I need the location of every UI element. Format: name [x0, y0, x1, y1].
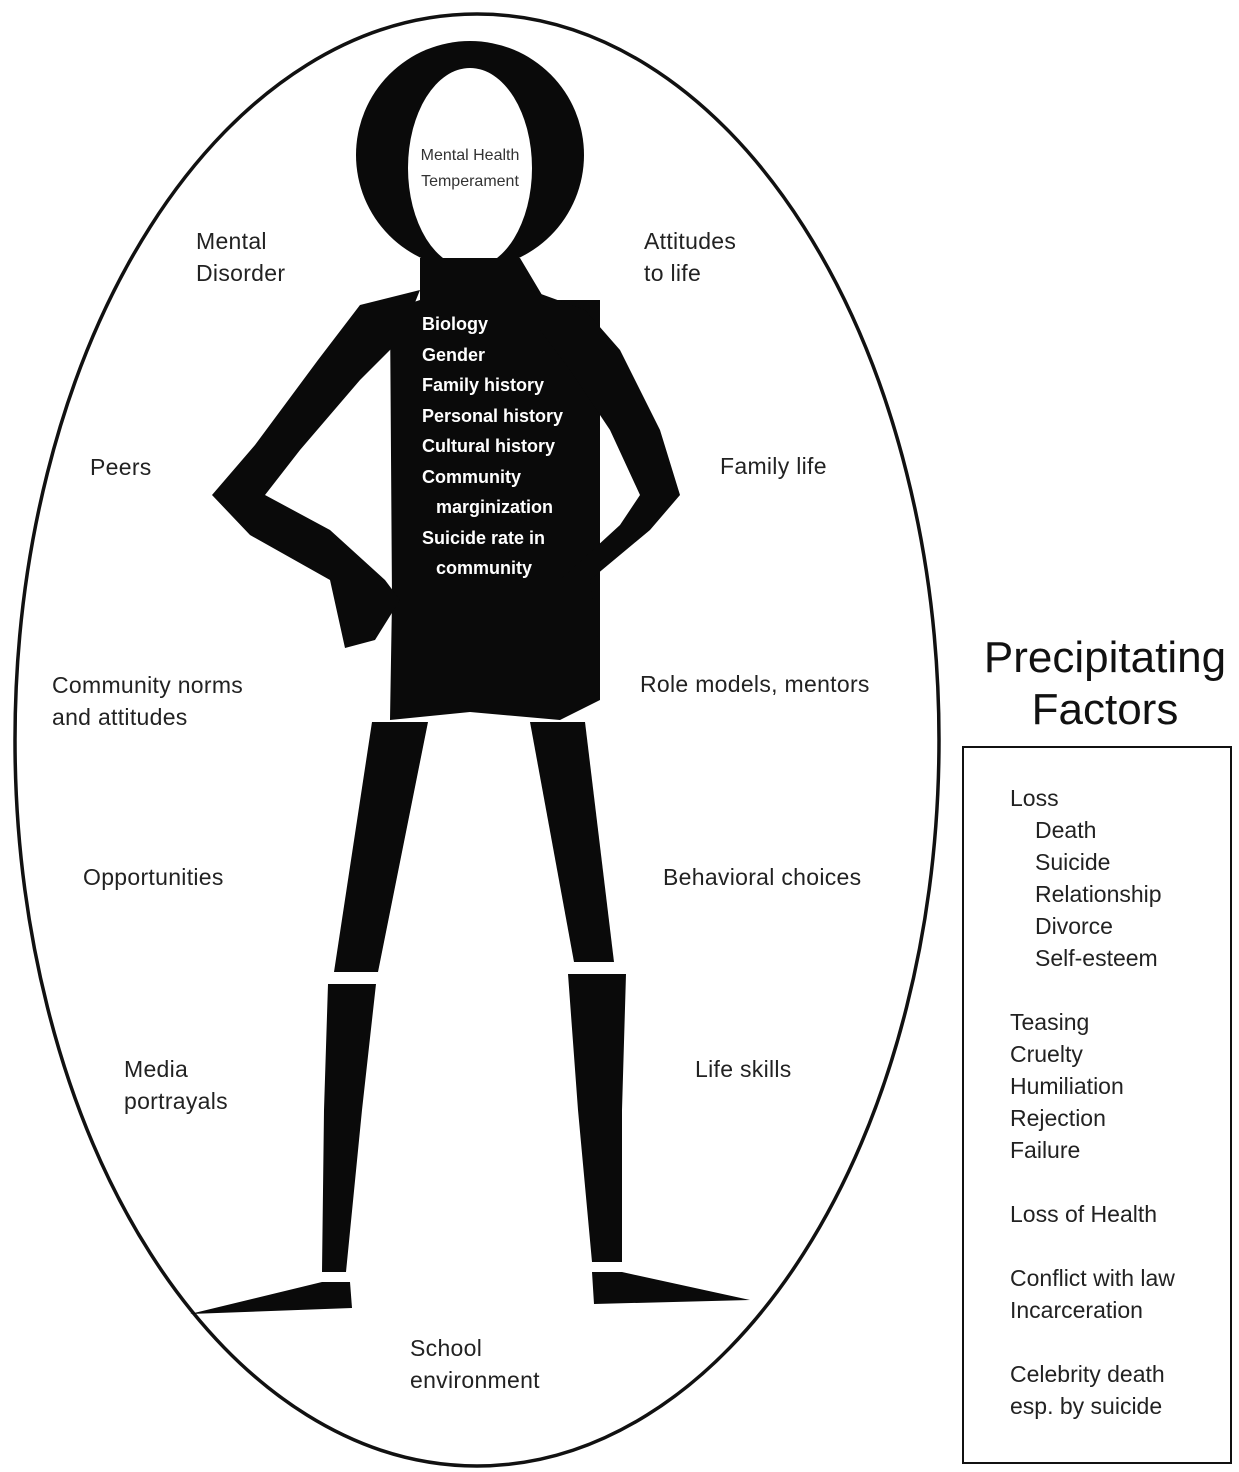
label-line: Behavioral choices: [663, 864, 862, 890]
left-shin: [322, 984, 376, 1272]
label-opportunities: Opportunities: [83, 861, 224, 893]
label-line: Community norms: [52, 672, 244, 698]
label-line: and attitudes: [52, 704, 188, 730]
right-shin: [568, 974, 626, 1262]
label-line: Media: [124, 1056, 189, 1082]
label-line: Role models, mentors: [640, 671, 870, 697]
label-behavioral-choices: Behavioral choices: [663, 861, 861, 893]
title-line: Factors: [1031, 685, 1179, 734]
factor-item: Conflict with law: [1010, 1265, 1175, 1291]
factor-group-law: Conflict with law Incarceration: [1010, 1262, 1175, 1326]
body-line: Family history: [422, 375, 545, 395]
label-line: Mental: [196, 228, 267, 254]
factor-item: Cruelty: [1010, 1041, 1083, 1067]
body-line: Cultural history: [422, 436, 556, 456]
factor-item: Humiliation: [1010, 1073, 1124, 1099]
label-community-norms: Community norms and attitudes: [52, 669, 243, 733]
body-line: Community: [422, 466, 521, 487]
label-line: portrayals: [124, 1088, 228, 1114]
left-thigh: [334, 722, 428, 972]
label-peers: Peers: [90, 451, 152, 483]
factor-item: Relationship: [1035, 881, 1162, 907]
label-line: environment: [410, 1367, 540, 1393]
left-foot: [190, 1282, 352, 1314]
right-arm: [530, 290, 680, 655]
torso: [390, 258, 600, 720]
factor-item: Incarceration: [1010, 1297, 1143, 1323]
label-family-life: Family life: [720, 450, 827, 482]
label-line: Peers: [90, 454, 152, 480]
factor-item: Death: [1035, 817, 1097, 843]
factor-group-celebrity: Celebrity death esp. by suicide: [1010, 1358, 1175, 1422]
body-line: Personal history: [422, 405, 564, 426]
label-attitudes: Attitudes to life: [644, 225, 736, 289]
right-foot: [592, 1272, 750, 1304]
body-line: Gender: [422, 344, 486, 365]
label-line: to life: [644, 260, 702, 286]
label-line: Family life: [720, 453, 827, 479]
head-face: [408, 68, 532, 268]
precipitating-list: Loss Death Suicide Relationship Divorce …: [1010, 782, 1175, 1454]
head-line: Temperament: [421, 173, 519, 190]
label-line: School: [410, 1335, 483, 1361]
body-line: Biology: [422, 314, 488, 334]
title-line: Precipitating: [983, 633, 1227, 682]
factor-item: Rejection: [1010, 1105, 1106, 1131]
factor-item: Divorce: [1035, 913, 1113, 939]
body-line: community: [436, 558, 533, 578]
label-mental-disorder: Mental Disorder: [196, 225, 285, 289]
label-line: Opportunities: [83, 864, 224, 890]
environment-ellipse: [13, 12, 941, 1468]
factor-group-health: Loss of Health: [1010, 1198, 1175, 1230]
precipitating-title: Precipitating Factors: [970, 632, 1239, 736]
right-thigh: [530, 722, 614, 962]
factor-item: Teasing: [1010, 1009, 1090, 1035]
label-line: Disorder: [196, 260, 286, 286]
body-line: Suicide rate in: [422, 527, 546, 548]
factor-item: Celebrity death: [1010, 1361, 1165, 1387]
head-line: Mental Health: [420, 147, 520, 164]
factor-group-loss: Loss Death Suicide Relationship Divorce …: [1010, 782, 1175, 974]
body-factors: Biology Gender Family history Personal h…: [422, 309, 563, 584]
label-role-models: Role models, mentors: [640, 668, 870, 700]
label-media: Media portrayals: [124, 1053, 228, 1117]
precipitating-box: [962, 746, 1232, 1464]
factor-item: Suicide: [1035, 849, 1111, 875]
group-heading: Loss: [1010, 785, 1059, 811]
factor-item: esp. by suicide: [1010, 1393, 1163, 1419]
head-factors: Mental Health Temperament: [400, 143, 540, 195]
body-line: marginization: [436, 497, 554, 517]
label-school: School environment: [410, 1332, 540, 1396]
human-figure: [190, 41, 750, 1314]
left-arm: [212, 290, 420, 648]
factor-item: Self-esteem: [1035, 945, 1158, 971]
factor-group-teasing: Teasing Cruelty Humiliation Rejection Fa…: [1010, 1006, 1175, 1166]
factor-item: Loss of Health: [1010, 1201, 1158, 1227]
factor-item: Failure: [1010, 1137, 1081, 1163]
label-life-skills: Life skills: [695, 1053, 792, 1085]
label-line: Attitudes: [644, 228, 737, 254]
label-line: Life skills: [695, 1056, 792, 1082]
